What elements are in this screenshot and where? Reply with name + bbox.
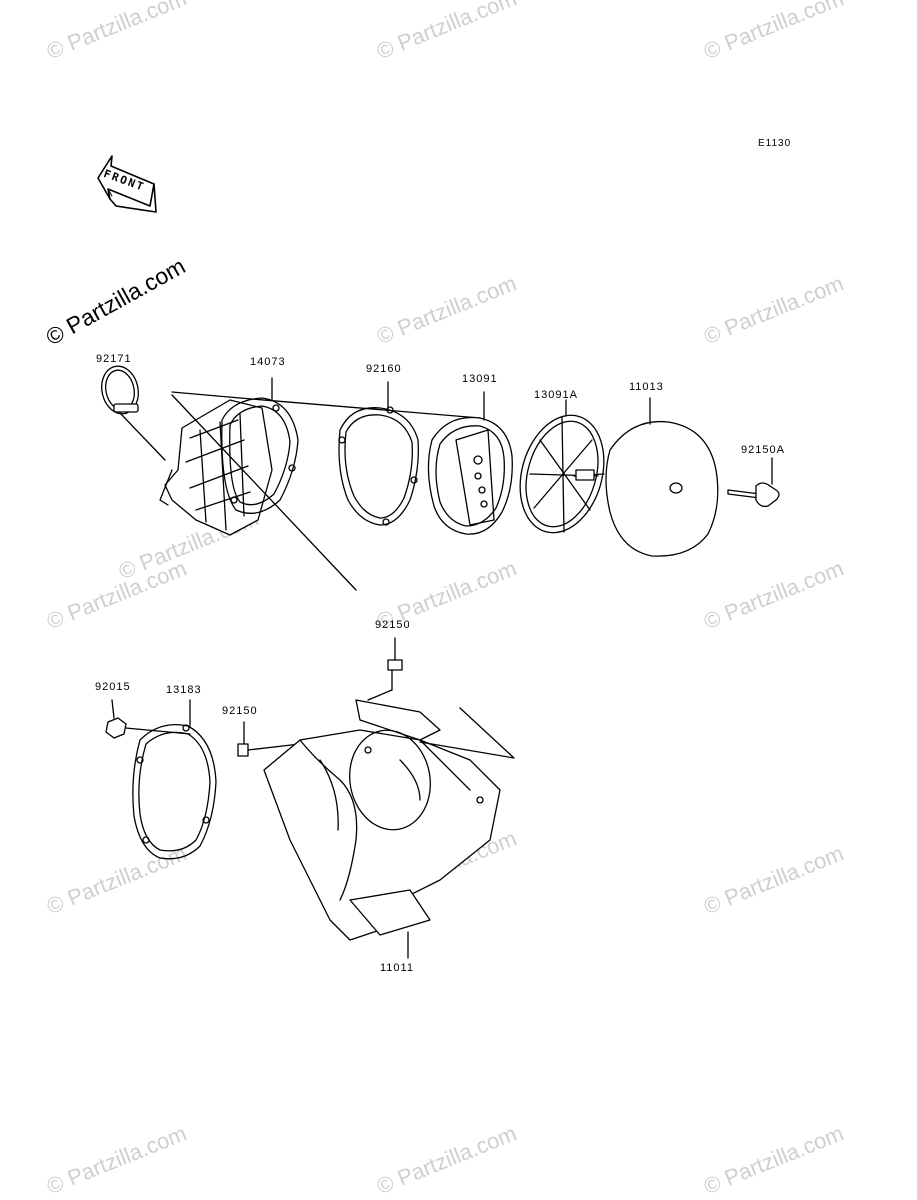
callout-92171[interactable]: 92171 — [96, 353, 132, 365]
bolt-92150-middle — [237, 721, 301, 757]
callout-92150-upper[interactable]: 92150 — [375, 619, 411, 631]
housing-11011 — [263, 699, 515, 959]
holder-13091 — [427, 391, 513, 535]
plate-14073 — [221, 377, 299, 514]
gasket-92160 — [338, 381, 419, 526]
wing-bolt-92150A — [727, 457, 780, 508]
gasket-13183 — [132, 699, 217, 860]
clamp-92171 — [101, 365, 166, 461]
callout-92160[interactable]: 92160 — [366, 363, 402, 375]
callout-13183[interactable]: 13183 — [166, 684, 202, 696]
callout-92150A[interactable]: 92150A — [741, 444, 785, 456]
callout-13091[interactable]: 13091 — [462, 373, 498, 385]
front-arrow-icon — [97, 155, 157, 213]
bolt-92150-upper — [367, 637, 403, 701]
callout-13091A[interactable]: 13091A — [534, 389, 578, 401]
filter-11013 — [605, 397, 719, 557]
callout-92015[interactable]: 92015 — [95, 681, 131, 693]
air-box-cover — [159, 399, 273, 536]
diagram-code: E1130 — [758, 138, 792, 149]
callout-92150-middle[interactable]: 92150 — [222, 705, 258, 717]
callout-11011[interactable]: 11011 — [380, 962, 414, 974]
callout-14073[interactable]: 14073 — [250, 356, 286, 368]
callout-11013[interactable]: 11013 — [629, 381, 664, 393]
frame-13091A — [519, 399, 605, 534]
